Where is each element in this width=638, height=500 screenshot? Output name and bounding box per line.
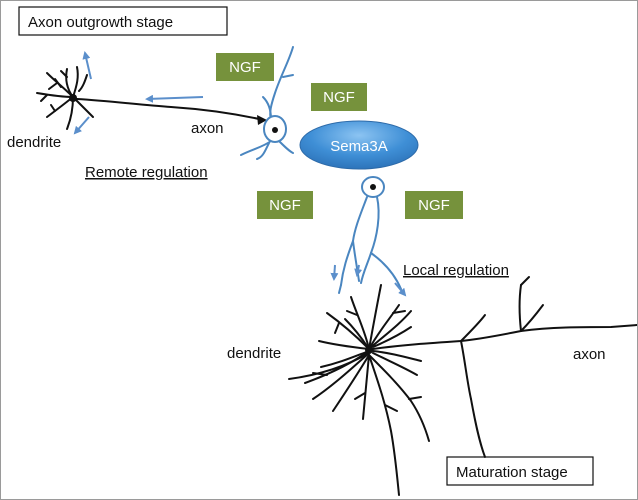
top-axon-tip-icon <box>257 115 267 125</box>
ngf-box-2: NGF <box>311 83 367 111</box>
maturation-stage-box: Maturation stage <box>446 456 594 486</box>
axon-outgrowth-stage-label: Axon outgrowth stage <box>28 14 173 31</box>
dendrite-down-arrow <box>73 116 90 135</box>
top-neuron-arrows <box>73 51 204 135</box>
ngf-label-2: NGF <box>323 89 355 106</box>
middle-blue-nucleus-icon <box>370 184 376 190</box>
axon-label-top: axon <box>191 120 224 137</box>
middle-blue-neuron <box>338 196 402 294</box>
bottom-neuron <box>288 276 637 496</box>
dendrite-up-arrow <box>82 51 92 80</box>
local-regulation-label: Local regulation <box>403 262 509 279</box>
ngf-box-3: NGF <box>257 191 313 219</box>
axon-label-bottom: axon <box>573 346 606 363</box>
local-regulation-arrows <box>330 264 407 297</box>
ngf-box-4: NGF <box>405 191 463 219</box>
top-soma-icon <box>69 94 77 102</box>
top-axon-path <box>76 98 260 120</box>
local-arrow-left <box>330 264 339 281</box>
dendrite-label-bottom: dendrite <box>227 345 281 362</box>
bottom-soma-icon <box>365 346 373 354</box>
top-blue-nucleus-icon <box>272 127 278 133</box>
ngf-label-3: NGF <box>269 197 301 214</box>
local-arrow-right <box>394 282 407 297</box>
sema3a-ellipse: Sema3A <box>299 120 419 170</box>
dendrite-label-top: dendrite <box>7 134 61 151</box>
bottom-axon-path <box>372 324 637 350</box>
local-arrow-mid <box>354 264 363 277</box>
axon-retrograde-arrow <box>145 94 204 103</box>
maturation-stage-label: Maturation stage <box>456 464 568 481</box>
ngf-box-1: NGF <box>216 53 274 81</box>
sema3a-label: Sema3A <box>330 138 388 155</box>
ngf-label-4: NGF <box>418 197 450 214</box>
axon-outgrowth-stage-box: Axon outgrowth stage <box>18 6 228 36</box>
remote-regulation-label: Remote regulation <box>85 164 208 181</box>
ngf-label-1: NGF <box>229 59 261 76</box>
